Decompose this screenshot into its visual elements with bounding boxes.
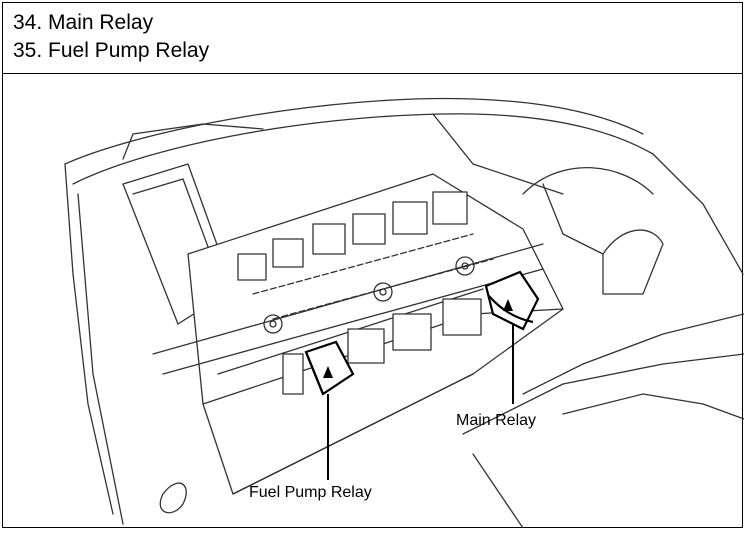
fuel-pump-relay — [304, 340, 355, 396]
legend-item-main-relay: 34. Main Relay — [13, 11, 154, 34]
reservoir-outline — [602, 229, 664, 295]
main-relay — [484, 270, 540, 331]
engine-bay-illustration: Main Relay Fuel Pump Relay — [64, 97, 745, 529]
legend-item-fuel-pump-relay: 35. Fuel Pump Relay — [13, 39, 210, 62]
fuel-pump-relay-arrow-icon — [323, 366, 333, 378]
bay-outline-top — [64, 97, 644, 165]
bolt-bottom-left — [159, 482, 187, 514]
fuel-pump-relay-callout: Fuel Pump Relay — [249, 484, 372, 501]
relay-box-diagram: Main Relay Fuel Pump Relay — [3, 74, 745, 529]
main-relay-arrow-icon — [503, 299, 513, 311]
legend-header: 34. Main Relay 35. Fuel Pump Relay — [3, 3, 742, 74]
main-relay-callout: Main Relay — [456, 412, 536, 429]
